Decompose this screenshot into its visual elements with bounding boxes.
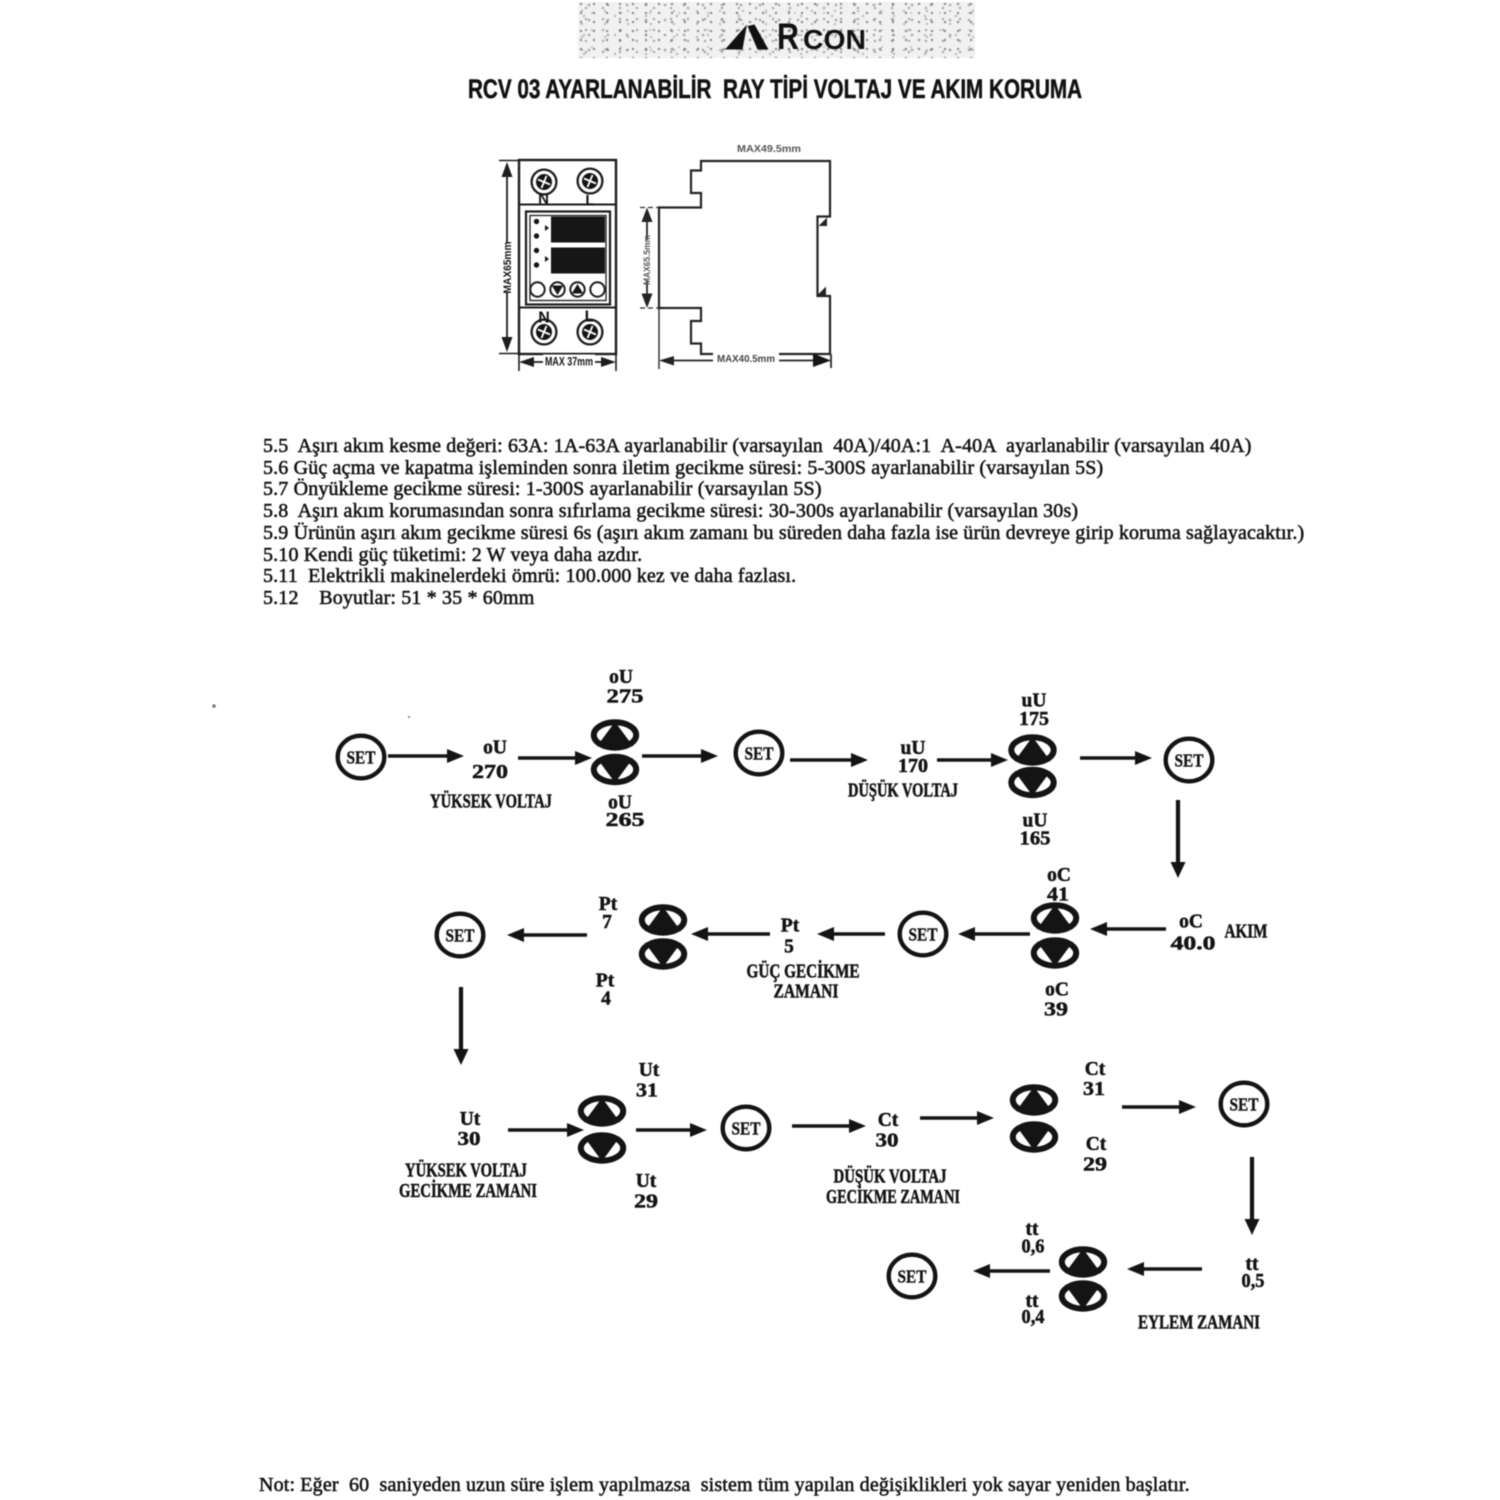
svg-text:4: 4 [601,989,611,1010]
svg-text:uU: uU [1022,691,1047,712]
svg-text:165: 165 [1020,829,1051,850]
svg-text:tt: tt [1246,1254,1259,1275]
svg-text:tt: tt [1026,1219,1039,1240]
svg-text:GÜÇ GECİKME: GÜÇ GECİKME [747,962,860,983]
svg-text:30: 30 [458,1129,481,1150]
svg-text:270: 270 [472,762,508,783]
svg-text:Ut: Ut [639,1060,660,1081]
svg-text:Ut: Ut [460,1109,481,1130]
svg-text:SET: SET [1175,750,1204,770]
svg-text:0,4: 0,4 [1022,1307,1045,1328]
svg-text:Pt: Pt [599,894,618,915]
svg-text:YÜKSEK VOLTAJ: YÜKSEK VOLTAJ [430,792,552,813]
svg-text:SET: SET [909,924,938,944]
svg-text:Ct: Ct [878,1110,899,1131]
svg-text:MAX49.5mm: MAX49.5mm [737,143,801,155]
svg-text:265: 265 [606,810,645,831]
svg-text:uU: uU [901,738,926,759]
svg-text:DÜŞÜK VOLTAJ: DÜŞÜK VOLTAJ [848,781,958,802]
svg-text:Ct: Ct [1086,1134,1107,1155]
svg-text:7: 7 [602,912,612,933]
svg-text:30: 30 [876,1131,899,1152]
svg-text:Pt: Pt [596,971,615,992]
svg-text:DÜŞÜK VOLTAJ: DÜŞÜK VOLTAJ [834,1167,947,1188]
svg-text:0,5: 0,5 [1242,1271,1265,1292]
svg-text:N: N [538,310,550,327]
svg-text:ZAMANI: ZAMANI [774,982,839,1003]
svg-text:MAX65.5mm: MAX65.5mm [642,235,653,285]
svg-text:CON: CON [803,24,866,55]
svg-text:tt: tt [1026,1291,1039,1312]
svg-text:Ut: Ut [636,1171,657,1192]
svg-text:N: N [538,191,549,208]
svg-text:oC: oC [1179,912,1203,933]
svg-text:GECİKME ZAMANI: GECİKME ZAMANI [826,1187,960,1208]
svg-text:oC: oC [1047,865,1071,886]
svg-text:SET: SET [745,743,774,763]
svg-text:R: R [777,16,799,57]
svg-text:oC: oC [1045,980,1069,1001]
svg-text:oU: oU [483,738,507,759]
svg-text:L: L [585,309,595,326]
svg-text:MAX65mm: MAX65mm [502,241,514,293]
svg-text:oU: oU [608,793,632,814]
svg-text:5: 5 [784,937,794,958]
svg-text:SET: SET [732,1118,761,1138]
svg-text:39: 39 [1044,1000,1068,1021]
svg-text:L: L [585,192,594,209]
svg-text:41: 41 [1047,885,1069,906]
svg-text:0,6: 0,6 [1022,1237,1045,1258]
svg-text:oU: oU [609,667,633,688]
svg-text:EYLEM ZAMANI: EYLEM ZAMANI [1138,1313,1260,1334]
svg-text:uU: uU [1023,811,1048,832]
svg-text:31: 31 [1083,1079,1105,1100]
svg-text:SET: SET [898,1266,927,1286]
svg-text:29: 29 [1083,1155,1107,1176]
svg-text:29: 29 [634,1192,658,1213]
svg-text:Pt: Pt [781,916,800,937]
svg-text:GECİKME ZAMANI: GECİKME ZAMANI [399,1181,537,1202]
svg-text:MAX40.5mm: MAX40.5mm [717,353,775,365]
svg-text:MAX 37mm: MAX 37mm [545,357,593,369]
svg-text:SET: SET [347,747,376,767]
svg-text:175: 175 [1019,709,1049,730]
svg-text:275: 275 [607,687,644,708]
svg-text:170: 170 [898,756,928,777]
svg-text:YÜKSEK VOLTAJ: YÜKSEK VOLTAJ [405,1161,527,1182]
svg-text:SET: SET [446,925,475,945]
svg-text:SET: SET [1230,1094,1259,1114]
svg-text:31: 31 [636,1081,658,1102]
svg-text:40.0: 40.0 [1171,934,1216,955]
svg-text:Ct: Ct [1085,1059,1106,1080]
svg-text:AKIM: AKIM [1225,922,1268,943]
